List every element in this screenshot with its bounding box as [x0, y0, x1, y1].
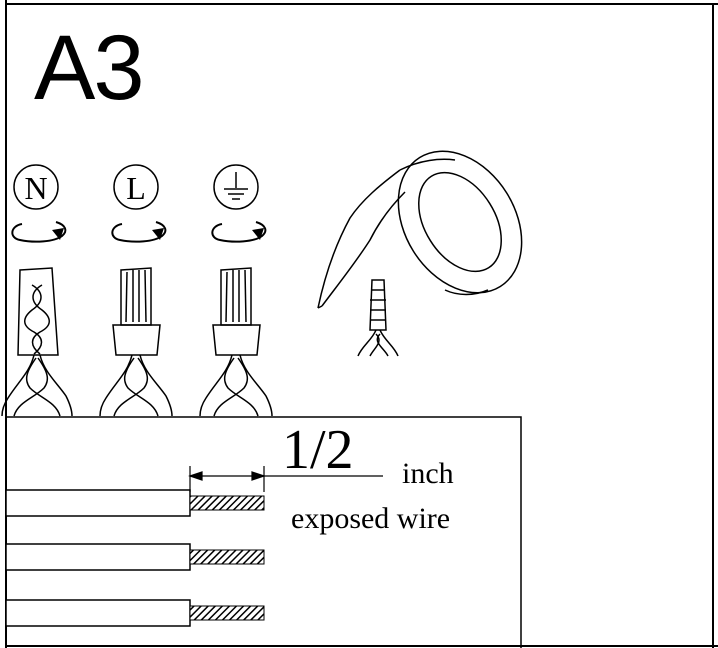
- exposed-wire-caption: exposed wire: [291, 502, 450, 535]
- frame: [5, 0, 718, 648]
- ground-symbol-icon: [213, 164, 259, 210]
- strip-length-unit: inch: [402, 457, 454, 490]
- step-label: A3: [34, 17, 145, 119]
- strip-length-fraction: 1/2: [282, 419, 354, 481]
- dimension-line: [188, 466, 383, 492]
- wire-nut-icon: [199, 267, 273, 417]
- terminal-n-letter: N: [24, 170, 47, 206]
- cable-1: [5, 489, 265, 517]
- wire-nut-icon: [1, 267, 73, 417]
- wire-nut-icon: [99, 267, 173, 417]
- cable-panel: [6, 416, 522, 648]
- terminal-n-symbol: N: [13, 164, 59, 210]
- terminal-l-letter: L: [126, 170, 146, 206]
- rotate-arrow-icon: [11, 221, 67, 243]
- rotate-arrow-icon: [111, 221, 167, 243]
- taped-splice-icon: [357, 279, 399, 357]
- electrical-tape-icon: [317, 150, 523, 309]
- terminal-l-symbol: L: [113, 164, 159, 210]
- cable-3: [5, 599, 265, 627]
- rotate-arrow-icon: [211, 221, 267, 243]
- cable-2: [5, 543, 265, 571]
